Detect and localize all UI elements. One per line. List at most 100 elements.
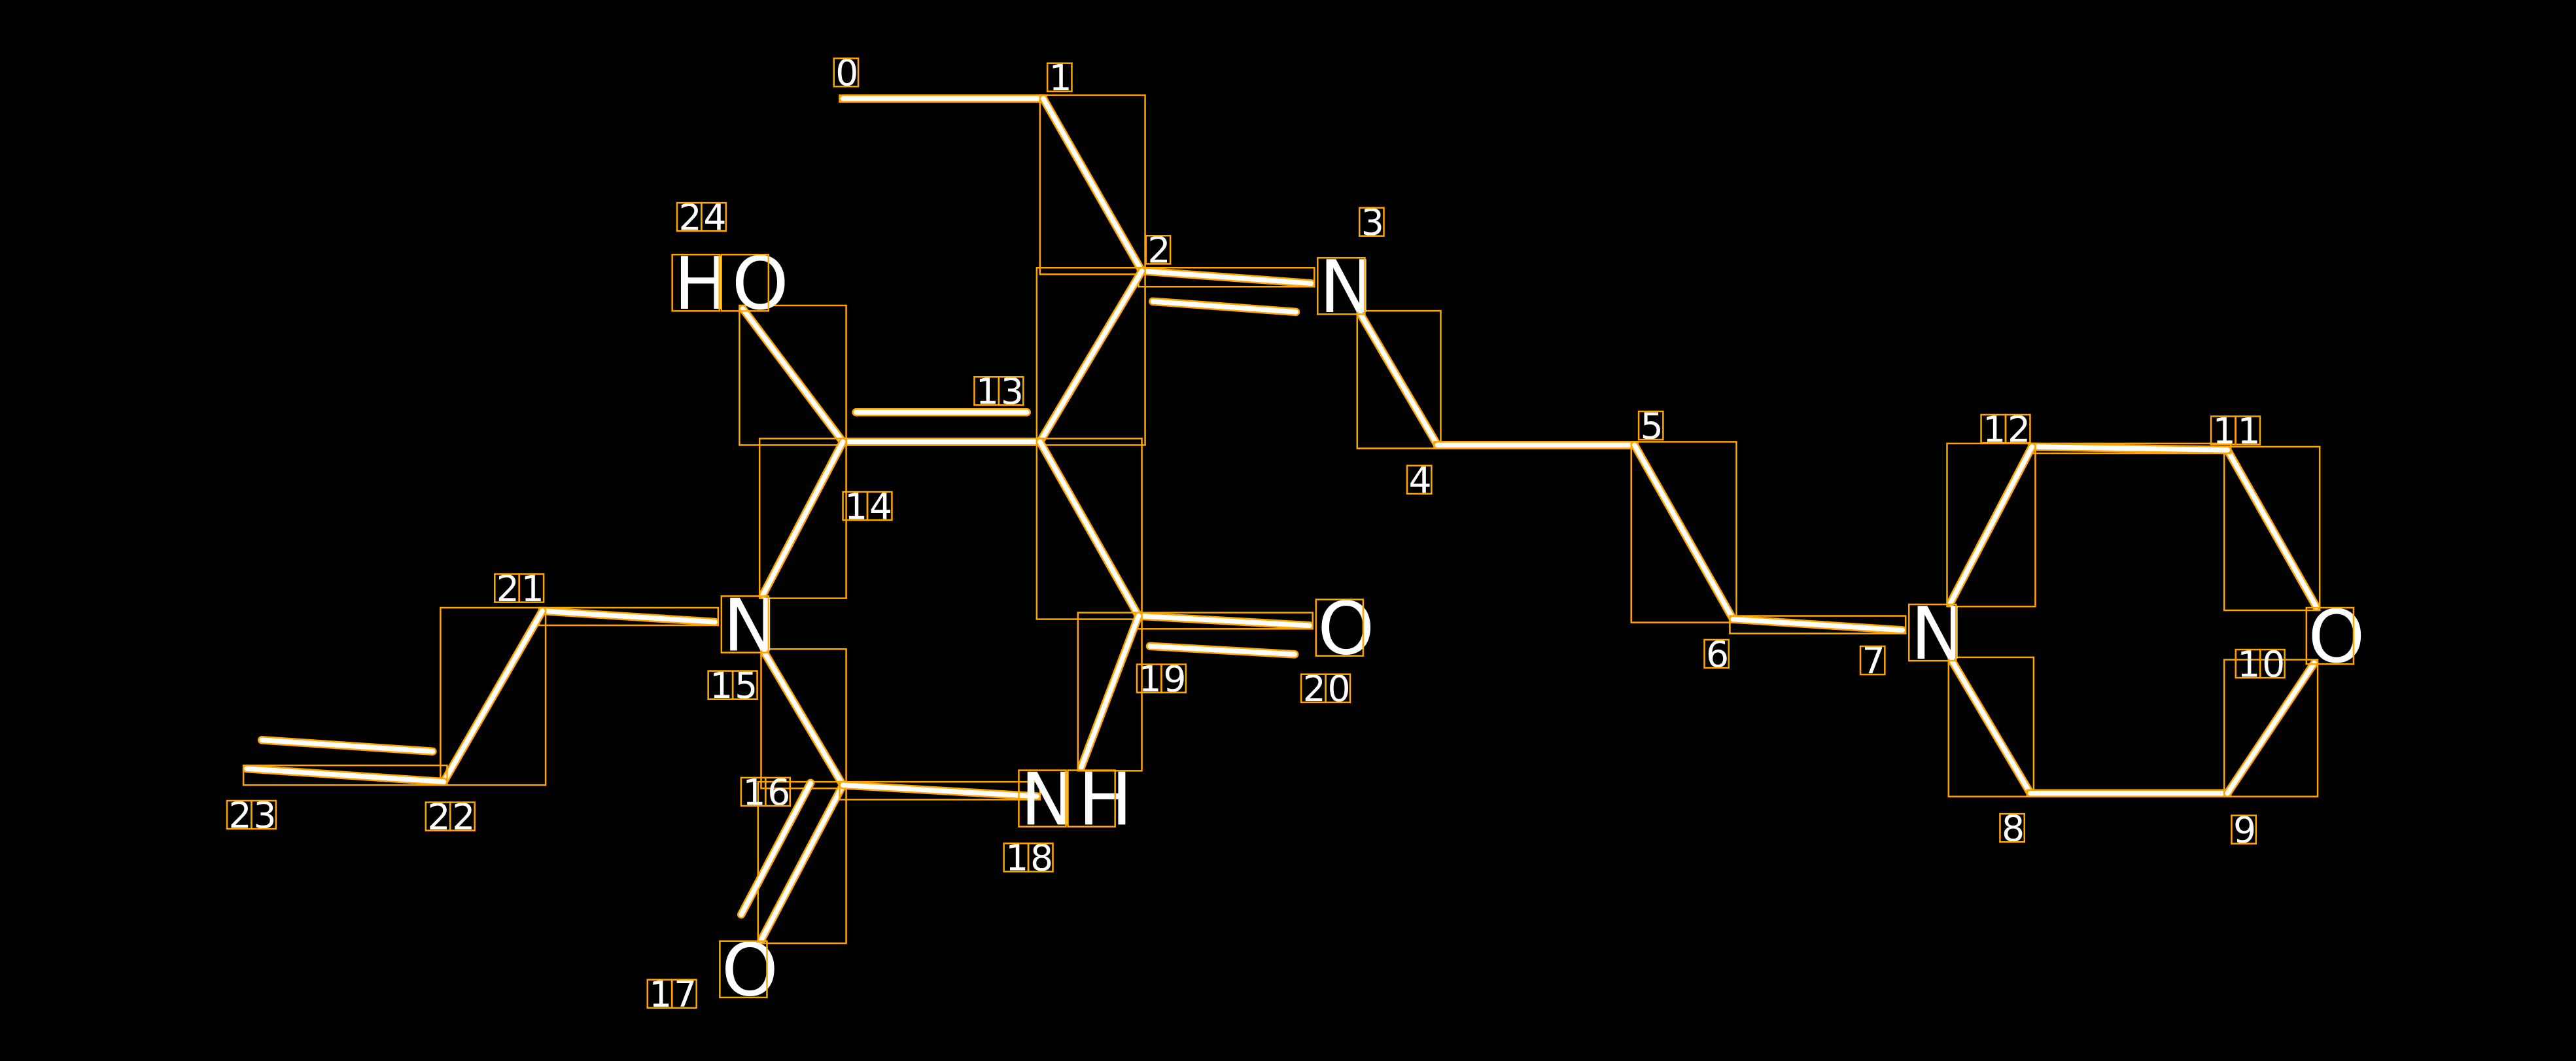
glyph-bbox — [1637, 410, 1664, 441]
atom-index-label-text: 23 — [229, 795, 279, 837]
atom-symbol: NH — [1018, 757, 1132, 842]
glyph-bbox — [731, 670, 758, 701]
glyph-bbox — [1315, 599, 1365, 657]
bond-bbox — [242, 764, 448, 786]
atom-index-label-text: 20 — [1303, 669, 1353, 710]
atom-symbol: N — [1317, 245, 1373, 330]
bond-line — [259, 737, 436, 754]
atom-symbol-text: HO — [674, 242, 792, 326]
bond-line — [1136, 613, 1312, 629]
atom-index-label-text: 16 — [742, 772, 792, 814]
bond-line — [244, 766, 447, 784]
glyph-bbox — [1067, 769, 1116, 828]
atom-index-label-text: 11 — [2213, 411, 2263, 453]
glyph-bbox — [2004, 413, 2031, 444]
atom-index-label: 20 — [1300, 669, 1353, 710]
atom-index-label: 15 — [707, 665, 758, 707]
atom-3: N3 — [1317, 202, 1385, 330]
atom-21: 21 — [494, 568, 546, 610]
atom-index-label: 18 — [1003, 838, 1054, 880]
bond-6-7 — [1729, 615, 1907, 635]
atom-index-label-text: 5 — [1641, 406, 1665, 447]
atom-5: 5 — [1637, 406, 1665, 447]
atom-index-label-text: 22 — [427, 797, 477, 839]
glyph-bbox — [701, 201, 727, 232]
glyph-bbox — [1999, 812, 2026, 843]
glyph-bbox — [518, 573, 545, 603]
atom-index-label-text: 17 — [649, 974, 699, 1016]
atom-index-label-text: 3 — [1361, 202, 1386, 244]
atom-index-label-text: 24 — [678, 198, 728, 239]
bond-16-18 — [839, 780, 1041, 801]
atom-8: 8 — [1999, 809, 2027, 850]
atom-symbol: O — [2305, 595, 2365, 680]
atom-index-label: 23 — [226, 795, 279, 837]
bond-line — [740, 306, 846, 445]
atom-index-label-text: 8 — [2002, 809, 2027, 850]
atom-index-label-text: 7 — [1862, 640, 1887, 682]
atom-index-label: 6 — [1703, 634, 1730, 676]
glyph-bbox — [1859, 645, 1886, 676]
bond-5-6 — [1630, 441, 1737, 623]
atom-symbol: O — [719, 929, 782, 1013]
atom-index-label: 11 — [2210, 411, 2263, 453]
atom-1: 1 — [1046, 58, 1073, 99]
glyph-bbox — [765, 776, 792, 807]
bond-bbox — [839, 780, 1041, 801]
bond-2-3 — [1138, 267, 1315, 317]
bond-21-22 — [440, 606, 547, 786]
glyph-bbox — [1018, 769, 1067, 828]
glyph-bbox — [1160, 663, 1187, 693]
bonds-layer — [242, 94, 2321, 945]
bond-line — [1730, 616, 1905, 633]
atom-index-label-text: 19 — [1139, 659, 1189, 701]
bond-13-19 — [1036, 438, 1143, 620]
bond-line — [1947, 444, 2035, 606]
bond-bbox — [1729, 615, 1907, 635]
bond-8-9 — [2026, 789, 2232, 798]
atom-index-label-text: 21 — [496, 568, 546, 610]
bond-line — [760, 439, 846, 598]
atom-symbol: O — [1315, 587, 1374, 671]
bond-line — [1147, 644, 1297, 657]
atom-index-label: 8 — [1999, 809, 2027, 850]
bond-line — [2225, 447, 2319, 610]
glyph-bbox — [1027, 843, 1054, 873]
atom-index-label: 10 — [2235, 644, 2286, 686]
bond-bbox — [1039, 94, 1146, 275]
glyph-bbox — [251, 799, 277, 830]
bond-line — [761, 650, 846, 788]
bond-2-13 — [1036, 267, 1146, 446]
atom-14: 14 — [842, 486, 893, 528]
bond-line — [1949, 658, 2033, 796]
atom-index-label-text: 13 — [976, 372, 1026, 413]
bond-10-11 — [2223, 445, 2321, 612]
atom-symbol: N — [1907, 592, 1964, 676]
atom-20: O20 — [1300, 587, 1374, 710]
atom-symbol-text: O — [722, 929, 782, 1013]
atom-symbol: N — [720, 583, 777, 668]
atom-12: 12 — [1980, 409, 2031, 451]
glyph-bbox — [1907, 603, 1957, 662]
glyph-bbox — [671, 253, 721, 312]
bond-line — [441, 608, 545, 784]
bond-line — [1079, 613, 1141, 771]
glyph-bbox — [1703, 638, 1730, 669]
atom-11: 11 — [2210, 411, 2263, 453]
glyph-bbox — [1406, 464, 1433, 495]
atom-22: 22 — [425, 797, 477, 839]
glyph-bbox — [998, 375, 1024, 406]
atom-index-label: 9 — [2231, 810, 2257, 852]
glyph-bbox — [866, 491, 893, 521]
atom-symbol: HO — [671, 242, 792, 326]
bond-15-16 — [760, 648, 847, 790]
atom-index-label: 2 — [1145, 230, 1172, 272]
atom-index-label-text: 0 — [835, 53, 860, 95]
atom-index-label: 12 — [1980, 409, 2031, 451]
bond-line — [759, 782, 846, 943]
atom-6: 6 — [1703, 634, 1730, 676]
bond-bbox — [757, 780, 847, 945]
